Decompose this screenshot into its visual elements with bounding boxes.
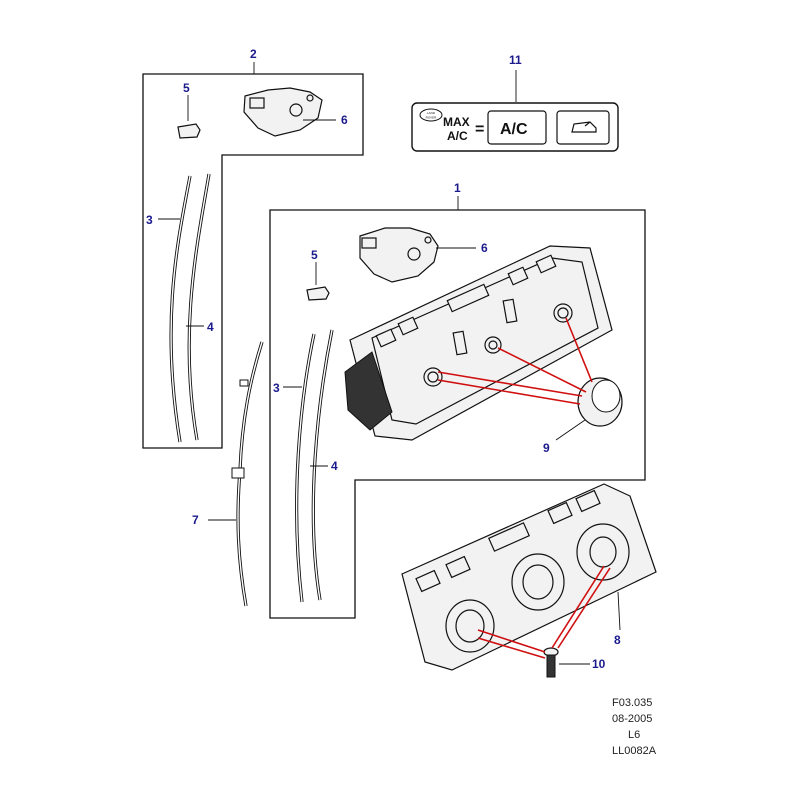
cable-part-4-lower xyxy=(310,329,334,601)
callout-2: 2 xyxy=(250,47,257,61)
cable-part-3-lower xyxy=(283,333,316,603)
logo-text-bottom: ROVER xyxy=(426,116,438,120)
heater-control-housing xyxy=(344,245,613,441)
callout-3-upper: 3 xyxy=(146,213,153,227)
control-knob-part-9 xyxy=(555,377,623,441)
callout-9: 9 xyxy=(543,441,550,455)
screw-part-10 xyxy=(543,647,590,678)
connector-clip-part-5-upper xyxy=(177,95,201,139)
knob-fitment-lines xyxy=(437,317,593,405)
ref-date: 08-2005 xyxy=(612,713,652,725)
callout-1: 1 xyxy=(454,181,461,195)
callout-5-lower: 5 xyxy=(311,248,318,262)
ac-button-label-part-11 xyxy=(411,102,619,152)
callout-11: 11 xyxy=(509,53,522,67)
callout-4-lower: 4 xyxy=(331,459,338,473)
callout-6-lower: 6 xyxy=(481,241,488,255)
ref-code: F03.035 xyxy=(612,697,652,709)
logo-text-top: LAND xyxy=(427,111,436,115)
cable-part-4-upper xyxy=(186,173,211,441)
callout-4-upper: 4 xyxy=(207,320,214,334)
callout-6-upper: 6 xyxy=(341,113,348,127)
ref-drawing-id: LL0082A xyxy=(612,745,657,757)
actuator-motor-part-6-lower xyxy=(359,227,476,283)
cable-part-7 xyxy=(208,341,264,607)
screw-fitment-lines xyxy=(477,565,611,659)
ac-label-small: A/C xyxy=(447,129,468,143)
group-2-frame xyxy=(142,62,364,449)
ac-label-equals: = xyxy=(475,121,484,138)
callout-10: 10 xyxy=(592,657,606,671)
callout-3-lower: 3 xyxy=(273,381,280,395)
group-1-frame xyxy=(269,196,646,619)
callout-8: 8 xyxy=(614,633,621,647)
ref-model: L6 xyxy=(628,729,640,741)
ac-label-max: MAX xyxy=(443,115,470,129)
callout-5-upper: 5 xyxy=(183,81,190,95)
actuator-motor-part-6-upper xyxy=(243,87,336,137)
ac-label-big: A/C xyxy=(500,121,528,138)
cable-part-3-upper xyxy=(158,175,192,443)
callout-7: 7 xyxy=(192,513,199,527)
connector-clip-part-5-lower xyxy=(306,262,330,301)
